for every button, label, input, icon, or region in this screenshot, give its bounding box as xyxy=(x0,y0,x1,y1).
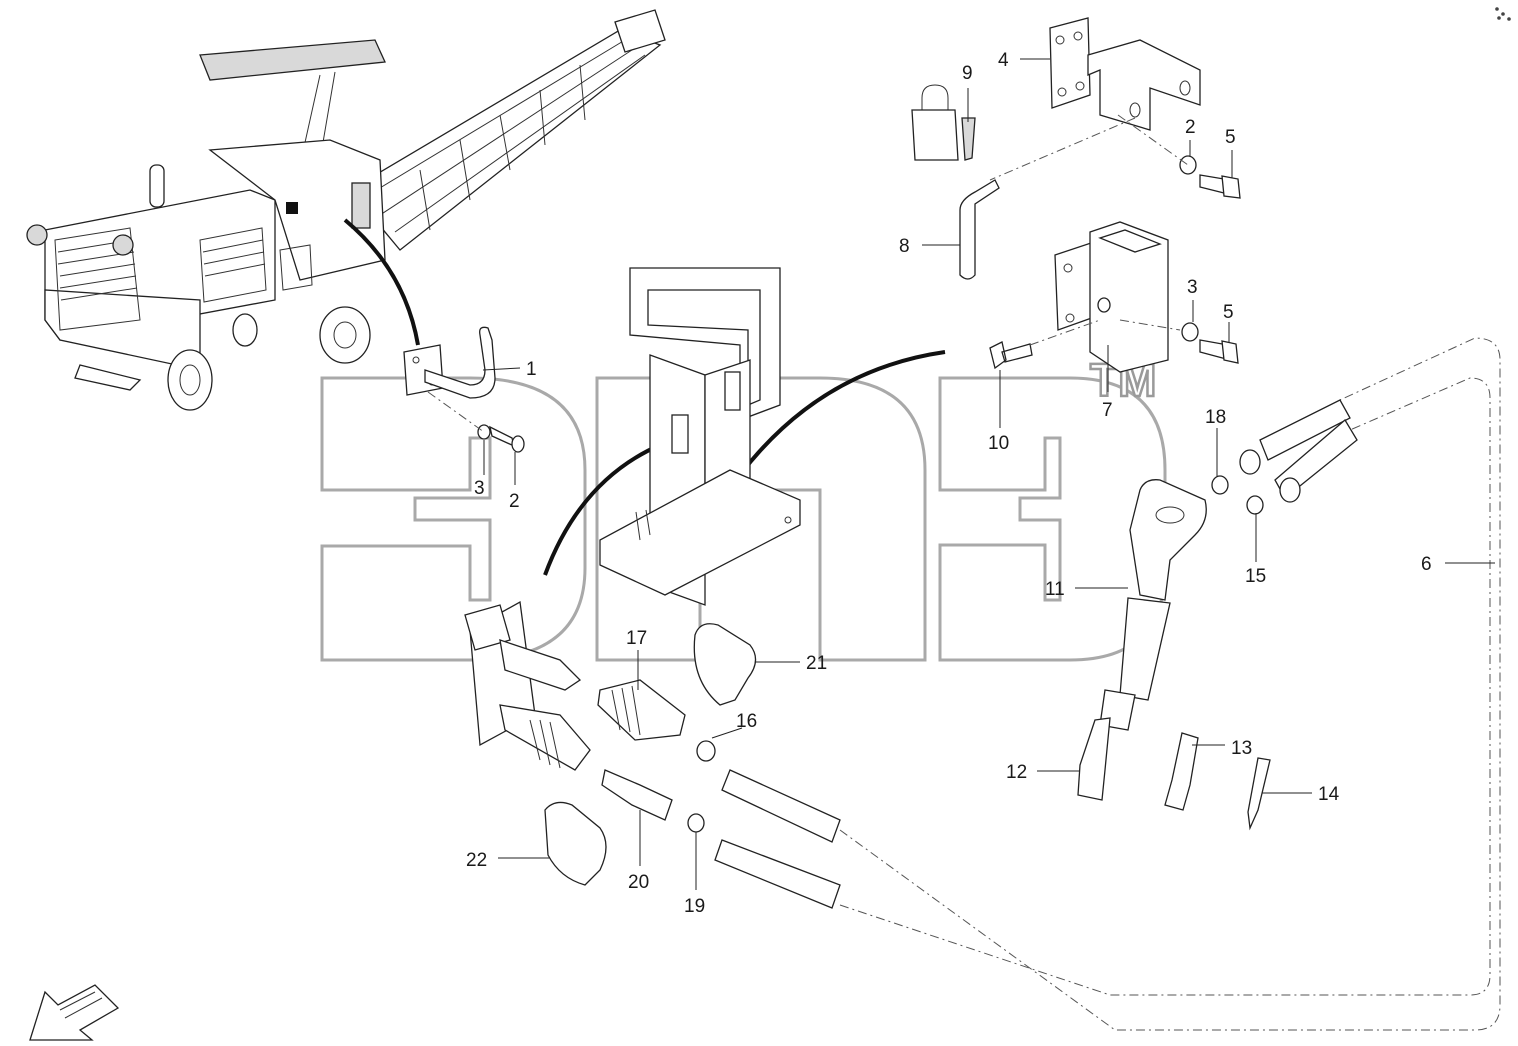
callout-7: 7 xyxy=(1102,400,1113,421)
callout-5a: 5 xyxy=(1225,127,1236,148)
callout-16: 16 xyxy=(736,711,757,732)
callout-19: 19 xyxy=(684,896,705,917)
part-11-breaker-hammer xyxy=(1099,479,1207,731)
dash-line-b xyxy=(989,117,1136,181)
part-10-wing-bolt xyxy=(989,341,1033,370)
dash-line-e xyxy=(427,391,485,433)
callout-21: 21 xyxy=(806,653,827,674)
callout-11: 11 xyxy=(1045,579,1065,600)
callout-3b: 3 xyxy=(1187,277,1198,298)
washer-3b xyxy=(1181,322,1199,342)
part-18-fitting xyxy=(1211,475,1229,495)
part-15-fitting xyxy=(1246,495,1264,515)
part-13-chisel xyxy=(1164,732,1199,811)
callout-12: 12 xyxy=(1006,762,1027,783)
callout-22: 22 xyxy=(466,850,487,871)
part-16-fitting xyxy=(696,740,716,762)
direction-arrow-icon xyxy=(29,984,120,1041)
milling-machine-illustration xyxy=(26,9,666,411)
hydraulic-hoses-left xyxy=(714,769,841,909)
pointer-curve-2 xyxy=(543,443,661,576)
part-19-fitting xyxy=(687,813,705,833)
part-12-chisel xyxy=(1077,717,1111,801)
callout-2a: 2 xyxy=(509,491,520,512)
storage-holder-bracket xyxy=(599,267,801,606)
callout-5b: 5 xyxy=(1223,302,1234,323)
bolt-2a xyxy=(489,425,515,448)
part-22-dust-cap xyxy=(544,801,607,886)
hydraulic-hoses-right xyxy=(1239,399,1358,503)
hose-dash-inner xyxy=(839,377,1491,996)
hose-dash-outer xyxy=(839,337,1501,1031)
callout-18: 18 xyxy=(1205,407,1226,428)
callout-13: 13 xyxy=(1231,738,1252,759)
part-1-hook-bracket xyxy=(403,326,496,399)
leader-lines xyxy=(482,58,1495,890)
callout-2b: 2 xyxy=(1185,117,1196,138)
part-8-pin xyxy=(959,179,1000,280)
part-20-coupling xyxy=(601,769,673,821)
callout-8: 8 xyxy=(899,236,910,257)
pointer-curve-3 xyxy=(738,350,946,477)
part-21-dust-cap xyxy=(693,623,757,706)
washer-3a xyxy=(477,424,491,440)
dash-line-a xyxy=(1117,114,1189,166)
callout-14: 14 xyxy=(1318,784,1340,805)
callout-15: 15 xyxy=(1245,566,1266,587)
callout-9: 9 xyxy=(962,63,973,84)
callout-6: 6 xyxy=(1421,554,1432,575)
washer-2b xyxy=(1179,155,1197,175)
part-14-chisel xyxy=(1247,757,1271,831)
callout-labels: 1 2 3 4 2 5 9 8 3 5 7 10 6 11 18 15 12 1… xyxy=(466,50,1432,917)
pointer-curve-1 xyxy=(343,218,420,346)
callout-10: 10 xyxy=(988,433,1009,454)
part-9-padlock xyxy=(911,84,976,161)
part-4-mounting-bracket xyxy=(1049,17,1201,131)
callout-3a: 3 xyxy=(474,478,485,499)
callout-1: 1 xyxy=(526,359,537,380)
callout-20: 20 xyxy=(628,872,649,893)
part-7-sleeve-bracket xyxy=(1054,221,1169,373)
part-17-coupling xyxy=(597,679,686,741)
callout-17: 17 xyxy=(626,628,647,649)
dash-line-c xyxy=(1029,319,1101,346)
callout-4: 4 xyxy=(998,50,1009,71)
corner-mark xyxy=(1495,7,1511,21)
coupling-plate-assembly xyxy=(464,600,591,771)
